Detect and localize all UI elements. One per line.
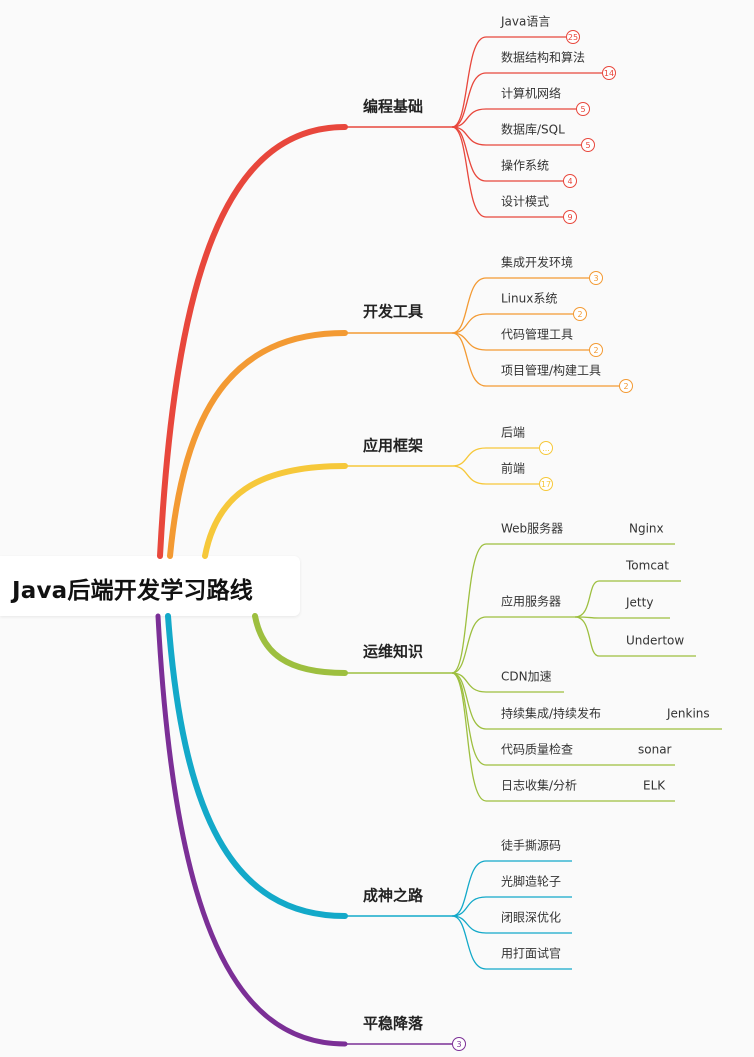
branch-4-child-1-connector — [451, 896, 487, 917]
branch-0-child-5-badge[interactable] — [563, 210, 577, 224]
branch-0-child-2-badge[interactable] — [576, 102, 590, 116]
app-server-leaf-0-connector — [574, 580, 600, 618]
branch-1-child-0-connector — [451, 277, 487, 334]
branch-1-child-2-label[interactable]: 代码管理工具 — [501, 327, 573, 342]
branch-1-child-1-badge[interactable] — [573, 307, 587, 321]
branch-0-child-4-label[interactable]: 操作系统 — [501, 158, 549, 173]
branch-3-child-0-label[interactable]: Web服务器 — [501, 521, 563, 536]
branch-3-child-2-label[interactable]: CDN加速 — [501, 670, 552, 684]
branch-2-child-0-label[interactable]: 后端 — [501, 426, 525, 440]
branch-0-child-1-badge-count: 14 — [604, 69, 614, 78]
branch-1-child-2-badge-count: 2 — [593, 346, 598, 355]
branch-3-child-0-connector — [451, 543, 487, 674]
branch-3-child-4-leaf-0[interactable]: sonar — [638, 743, 672, 757]
branch-dev-tools-label[interactable]: 开发工具 — [363, 303, 423, 321]
branch-frameworks-connector — [202, 463, 348, 559]
branch-0-child-4-badge[interactable] — [563, 174, 577, 188]
branch-1-child-3-connector — [451, 332, 487, 387]
branch-0-child-5-badge-count: 9 — [567, 213, 572, 222]
branch-dev-tools-connector — [167, 330, 348, 559]
branch-0-child-4-badge-count: 4 — [567, 177, 572, 186]
branch-0-child-1-label[interactable]: 数据结构和算法 — [501, 50, 585, 65]
branch-4-child-1-label[interactable]: 光脚造轮子 — [501, 874, 561, 889]
branch-3-child-5-label[interactable]: 日志收集/分析 — [501, 778, 577, 793]
branch-0-child-2-label[interactable]: 计算机网络 — [501, 86, 561, 101]
branch-1-child-1-badge-count: 2 — [577, 310, 582, 319]
branch-programming-basics-label[interactable]: 编程基础 — [363, 98, 423, 116]
branch-1-child-0-label[interactable]: 集成开发环境 — [501, 255, 573, 270]
branch-1-child-3-badge[interactable] — [619, 379, 633, 393]
branch-0-child-2-connector — [451, 108, 487, 128]
branch-2-child-1-badge-count: 17 — [541, 480, 551, 489]
branch-3-child-3-leaf-0[interactable]: Jenkins — [666, 707, 710, 721]
branch-3-child-3-label[interactable]: 持续集成/持续发布 — [501, 706, 601, 721]
branch-4-child-3-connector — [451, 915, 487, 970]
root-label: Java后端开发学习路线 — [12, 578, 253, 604]
branch-programming-basics-connector — [157, 124, 348, 559]
app-server-leaf-1-label[interactable]: Jetty — [625, 596, 653, 610]
branch-4-child-0-connector — [451, 860, 487, 917]
branch-0-child-3-badge-count: 5 — [585, 141, 590, 150]
branch-3-child-4-label[interactable]: 代码质量检查 — [501, 742, 573, 757]
branch-0-child-0-badge-count: 25 — [568, 33, 578, 42]
branch-0-child-1-connector — [451, 72, 487, 128]
app-server-leaf-2-label[interactable]: Undertow — [626, 634, 684, 648]
branch-1-child-1-label[interactable]: Linux系统 — [501, 292, 557, 306]
branch-1-child-3-label[interactable]: 项目管理/构建工具 — [501, 363, 601, 378]
branch-0-child-2-badge-count: 5 — [580, 105, 585, 114]
branch-3-child-1-connector — [451, 616, 487, 674]
branch-frameworks-label[interactable]: 应用框架 — [363, 437, 423, 455]
branch-0-child-3-badge[interactable] — [581, 138, 595, 152]
branch-3-child-0-leaf-0[interactable]: Nginx — [629, 522, 664, 536]
branch-soft-landing-label[interactable]: 平稳降落 — [363, 1015, 424, 1033]
branch-1-child-3-badge-count: 2 — [623, 382, 628, 391]
branch-0-child-0-connector — [451, 36, 487, 128]
branch-1-child-0-badge[interactable] — [589, 271, 603, 285]
branch-2-child-0-badge[interactable] — [539, 441, 553, 455]
branch-0-child-0-label[interactable]: Java语言 — [500, 15, 550, 29]
branch-3-child-3-connector — [451, 672, 487, 730]
branch-1-child-0-badge-count: 3 — [593, 274, 598, 283]
branch-soft-landing-badge-count: 3 — [456, 1040, 461, 1049]
branch-4-child-0-label[interactable]: 徒手撕源码 — [501, 839, 561, 853]
branch-0-child-3-label[interactable]: 数据库/SQL — [501, 122, 565, 137]
branch-3-child-5-leaf-0[interactable]: ELK — [643, 779, 666, 793]
branch-0-child-4-connector — [451, 126, 487, 182]
branch-2-child-1-badge[interactable] — [539, 477, 553, 491]
branch-0-child-5-connector — [451, 126, 487, 218]
branch-0-child-1-badge[interactable] — [602, 66, 616, 80]
branch-2-child-0-badge-count: ... — [542, 444, 550, 453]
branch-4-child-2-label[interactable]: 闭眼深优化 — [501, 911, 561, 925]
branch-soft-landing-connector — [155, 613, 348, 1047]
branch-0-child-0-badge[interactable] — [566, 30, 580, 44]
branch-2-child-1-connector — [451, 465, 487, 485]
app-server-leaf-0-label[interactable]: Tomcat — [625, 559, 669, 573]
root-node[interactable] — [0, 556, 300, 616]
branch-1-child-1-connector — [451, 313, 487, 334]
branch-3-child-5-connector — [451, 672, 487, 802]
branch-4-child-3-label[interactable]: 用打面试官 — [501, 946, 561, 961]
branch-3-child-1-label[interactable]: 应用服务器 — [501, 594, 561, 609]
app-server-leaf-2-connector — [574, 616, 600, 657]
branch-1-child-2-badge[interactable] — [589, 343, 603, 357]
branch-ops-connector — [252, 613, 348, 676]
branch-2-child-0-connector — [451, 447, 487, 467]
branch-soft-landing-badge[interactable] — [452, 1037, 466, 1051]
branch-god-path-connector — [165, 613, 348, 919]
branch-ops-label[interactable]: 运维知识 — [363, 643, 423, 661]
branch-god-path-label[interactable]: 成神之路 — [363, 887, 424, 905]
branch-0-child-5-label[interactable]: 设计模式 — [501, 195, 549, 209]
branch-2-child-1-label[interactable]: 前端 — [501, 461, 525, 476]
